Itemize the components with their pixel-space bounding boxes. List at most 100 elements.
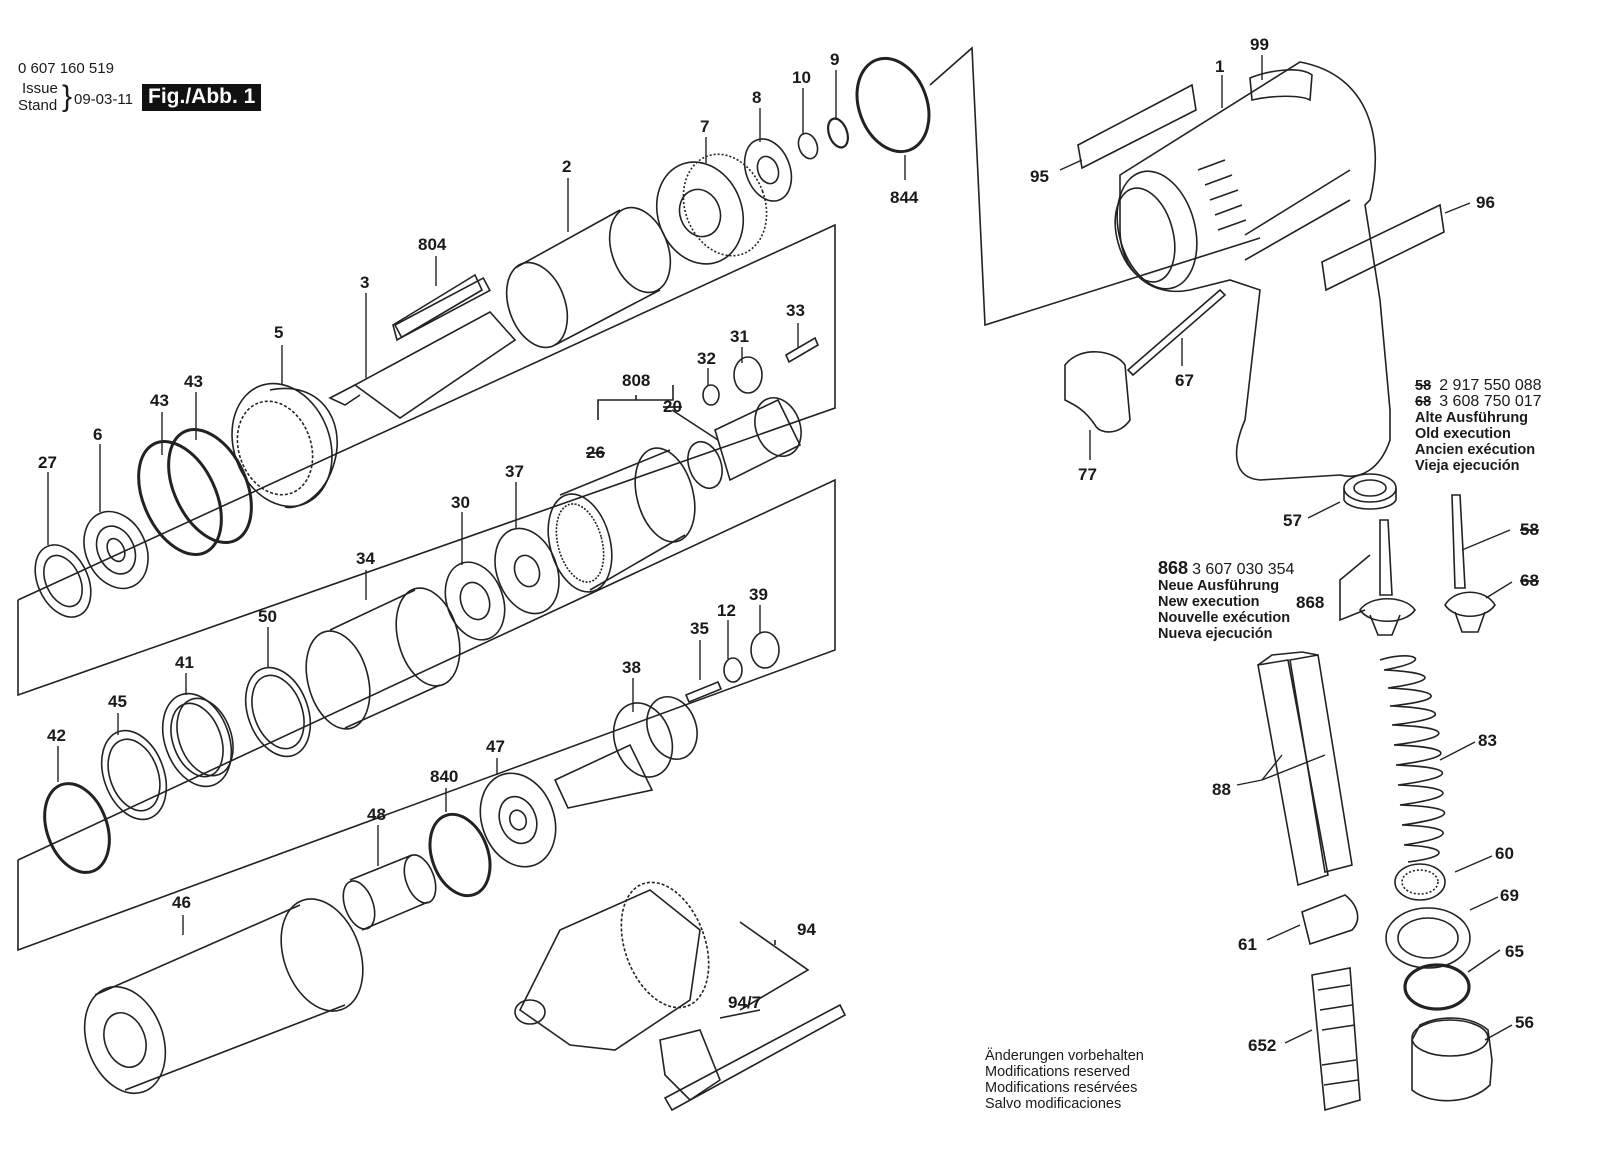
old-title-en: Old execution (1415, 426, 1511, 442)
part-38-spindle (553, 743, 654, 809)
callout-60: 60 (1495, 844, 1514, 863)
old-number-68: 3 608 750 017 (1439, 393, 1542, 410)
callout-1: 1 (1215, 57, 1224, 76)
callout-6: 6 (93, 425, 102, 444)
callout-12: 12 (717, 601, 736, 620)
footer-es: Salvo modificaciones (985, 1096, 1122, 1112)
new-version-note: 868 3 607 030 354 Neue Ausführung New ex… (1158, 558, 1295, 642)
part-65-oring (1403, 963, 1471, 1011)
callout-26: 26 (586, 443, 605, 462)
footer-fr: Modifications resérvées (985, 1080, 1138, 1096)
part-56-plug (1411, 1017, 1493, 1102)
part-41-bearing (161, 692, 233, 788)
stand-label: Stand (18, 97, 58, 114)
callout-30: 30 (451, 493, 470, 512)
part-33-pin (784, 336, 820, 364)
part-31-planet-gear (733, 356, 763, 394)
part-61-block (1301, 894, 1359, 946)
part-77-trigger (1064, 351, 1131, 433)
part-6-bearing (83, 510, 149, 590)
part-number: 0 607 160 519 (18, 60, 114, 77)
part-99-label (1249, 69, 1313, 102)
callout-33: 33 (786, 301, 805, 320)
part-844-oring (855, 56, 931, 154)
part-5-ring-gear (231, 382, 333, 508)
part-1-housing (1119, 61, 1391, 481)
part-69-washer (1385, 907, 1471, 969)
new-title-fr: Nouvelle exécution (1158, 610, 1291, 626)
part-60-screen (1394, 863, 1446, 901)
part-50-ring (244, 666, 312, 758)
callout-38: 38 (622, 658, 641, 677)
callout-35: 35 (690, 619, 709, 638)
issue-date: 09-03-11 (74, 91, 133, 108)
part-94-chuck (518, 889, 701, 1051)
modifications-note: Änderungen vorbehalten Modifications res… (985, 1048, 1144, 1112)
callout-43-b: 43 (150, 391, 169, 410)
part-9-circlip (827, 117, 849, 149)
part-10-washer (797, 132, 819, 160)
old-version-note: 58 2 917 550 088 68 3 608 750 017 Alte A… (1415, 377, 1542, 475)
callout-47: 47 (486, 737, 505, 756)
callout-8: 8 (752, 88, 761, 107)
callout-88: 88 (1212, 780, 1231, 799)
part-94-7-chuck-key (663, 1003, 847, 1112)
part-43-oring-a (137, 440, 223, 556)
callout-43-a: 43 (184, 372, 203, 391)
callout-32: 32 (697, 349, 716, 368)
motor-panel-outline (17, 223, 836, 697)
callout-labels: 99 1 95 96 67 77 9 10 8 7 844 2 804 3 5 … (38, 35, 1539, 1055)
callout-10: 10 (792, 68, 811, 87)
callout-46: 46 (172, 893, 191, 912)
part-27-washer (34, 544, 92, 618)
part-8-bearing (743, 138, 793, 202)
part-32-needle (702, 384, 720, 406)
callout-50: 50 (258, 607, 277, 626)
callout-95: 95 (1030, 167, 1049, 186)
new-ref-868: 868 (1158, 558, 1189, 578)
part-58-valve-old (1451, 494, 1466, 589)
footer-en: Modifications reserved (985, 1064, 1131, 1080)
new-number-868: 3 607 030 354 (1192, 561, 1295, 578)
new-title-en: New execution (1158, 594, 1260, 610)
callout-5: 5 (274, 323, 283, 342)
callout-7: 7 (700, 117, 709, 136)
part-42-oring (43, 782, 111, 874)
callout-20: 20 (663, 397, 682, 416)
callout-31: 31 (730, 327, 749, 346)
callout-61: 61 (1238, 935, 1257, 954)
callout-94: 94 (797, 920, 816, 939)
callout-2: 2 (562, 157, 571, 176)
part-43-oring-b (167, 428, 253, 544)
callout-99: 99 (1250, 35, 1269, 54)
spindle-panel-outline (17, 478, 836, 952)
part-652-nipple (1311, 967, 1361, 1112)
part-47-bearing (479, 772, 557, 868)
callout-56: 56 (1515, 1013, 1534, 1032)
part-68-valve-seat-old (1444, 591, 1496, 617)
part-96-label (1321, 203, 1445, 292)
old-number-58: 2 917 550 088 (1439, 377, 1542, 394)
part-88-filter (1257, 659, 1329, 887)
callout-58: 58 (1520, 520, 1539, 539)
part-20-planet-carrier (714, 398, 802, 482)
callout-48: 48 (367, 805, 386, 824)
part-95-label (1077, 83, 1197, 170)
part-2-cylinder (514, 209, 661, 346)
part-26-sleeve (559, 449, 686, 591)
callout-83: 83 (1478, 731, 1497, 750)
callout-840: 840 (430, 767, 458, 786)
callout-41: 41 (175, 653, 194, 672)
callout-37: 37 (505, 462, 524, 481)
callout-844: 844 (890, 188, 919, 207)
part-868-valve (1379, 519, 1393, 596)
brace-symbol: } (62, 80, 73, 113)
callout-57: 57 (1283, 511, 1302, 530)
callout-868: 868 (1296, 593, 1324, 612)
callout-77: 77 (1078, 465, 1097, 484)
callout-65: 65 (1505, 942, 1524, 961)
part-67-rod (1126, 288, 1227, 377)
issue-label: Issue (22, 80, 58, 97)
